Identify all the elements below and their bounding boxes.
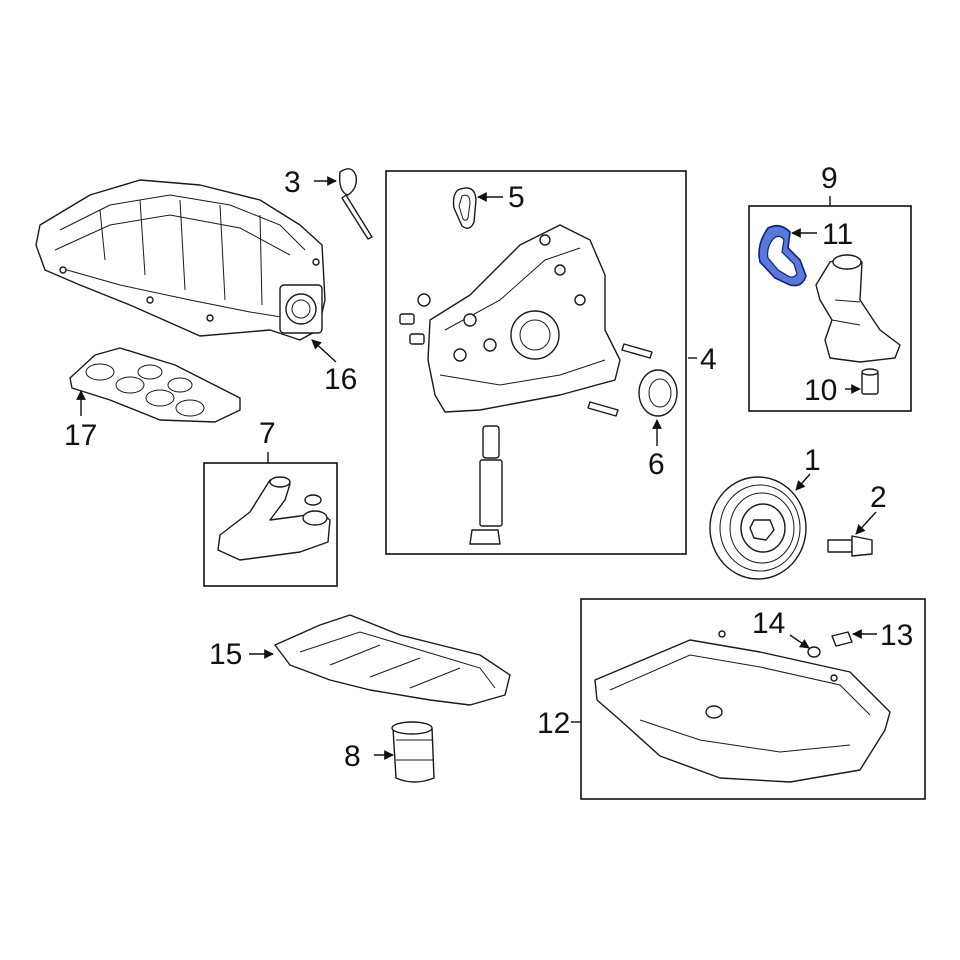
oil-filter-part[interactable] — [391, 721, 435, 783]
crankshaft-pulley-bolt-part[interactable] — [827, 535, 873, 557]
leader-14 — [789, 634, 810, 649]
oil-pump-assembly-part[interactable] — [399, 224, 653, 417]
oil-pan-part[interactable] — [594, 630, 891, 783]
drain-plug-bolt-part[interactable] — [831, 631, 853, 647]
callout-4[interactable]: 4 — [700, 343, 717, 376]
callout-6[interactable]: 6 — [648, 448, 665, 481]
callout-10[interactable]: 10 — [804, 374, 837, 407]
callout-17[interactable]: 17 — [64, 419, 97, 452]
oil-strainer-part[interactable] — [217, 476, 331, 561]
drain-plug-washer-part[interactable] — [807, 646, 821, 658]
leader-1 — [795, 473, 811, 491]
callout-11[interactable]: 11 — [822, 218, 853, 251]
callout-9[interactable]: 9 — [821, 162, 838, 195]
crankshaft-front-seal-part[interactable] — [638, 369, 678, 417]
intake-manifold-gasket-part[interactable] — [69, 347, 241, 423]
callout-7[interactable]: 7 — [259, 417, 276, 450]
callout-15[interactable]: 15 — [209, 638, 242, 671]
callout-2[interactable]: 2 — [870, 481, 887, 514]
leader-2 — [855, 511, 877, 535]
crankshaft-pulley-part[interactable] — [709, 476, 807, 580]
oil-strainer-group-box — [203, 462, 338, 587]
intake-manifold-part[interactable] — [35, 179, 326, 341]
callout-14[interactable]: 14 — [752, 607, 785, 640]
callout-1[interactable]: 1 — [804, 444, 821, 477]
callout-5[interactable]: 5 — [508, 181, 525, 214]
oil-baffle-plate-part[interactable] — [274, 614, 511, 706]
oil-pump-o-ring-part[interactable] — [452, 187, 477, 229]
callout-12[interactable]: 12 — [537, 707, 570, 740]
oil-pan-group-box — [580, 598, 926, 800]
relief-valve-spring-part[interactable] — [469, 425, 503, 545]
oil-filter-housing-gasket-part-highlighted[interactable] — [758, 224, 807, 287]
oil-dipstick-part[interactable] — [338, 168, 373, 240]
oil-filter-housing-part[interactable] — [815, 254, 901, 363]
callout-13[interactable]: 13 — [880, 619, 913, 652]
oil-filter-housing-plug-part[interactable] — [861, 368, 879, 395]
callout-8[interactable]: 8 — [344, 740, 361, 773]
leader-16 — [311, 339, 337, 363]
oil-pump-group-box — [385, 170, 687, 555]
callout-16[interactable]: 16 — [324, 363, 357, 396]
callout-3[interactable]: 3 — [284, 166, 301, 199]
